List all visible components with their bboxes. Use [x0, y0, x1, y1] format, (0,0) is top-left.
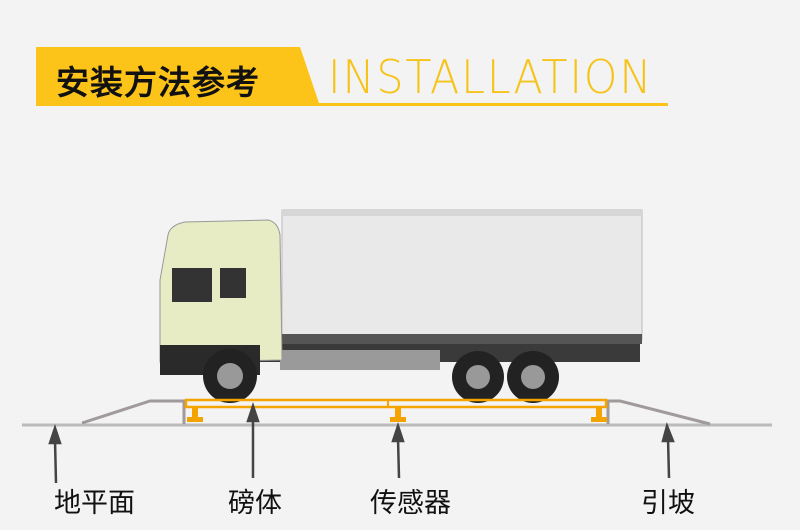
load-sensors	[187, 407, 607, 422]
label-ramp: 引坡	[641, 488, 695, 519]
right-ramp	[606, 399, 711, 426]
page-subtitle: INSTALLATION	[328, 50, 654, 104]
truck-image	[159, 209, 643, 403]
label-platform: 磅体	[228, 488, 282, 519]
label-sensor: 传感器	[370, 488, 451, 519]
left-ramp	[81, 399, 186, 425]
weighbridge-platform	[184, 398, 608, 409]
page-title: 安装方法参考	[56, 63, 260, 102]
label-ground: 地平面	[54, 488, 135, 519]
pointer-arrows	[48, 402, 675, 484]
title-banner	[36, 47, 320, 106]
title-underline	[318, 103, 668, 106]
